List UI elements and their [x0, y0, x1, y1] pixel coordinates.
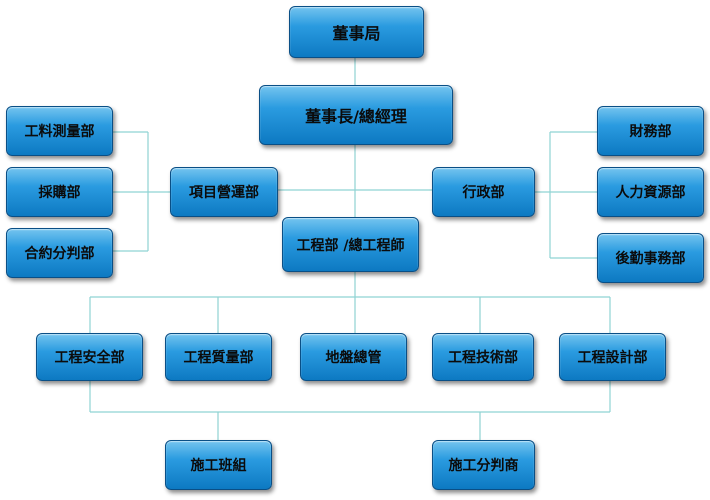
node-design: 工程設計部: [559, 333, 666, 381]
node-admin: 行政部: [432, 167, 535, 217]
node-quantity-survey: 工料測量部: [6, 106, 113, 156]
node-engineering-chief: 工程部 /總工程師: [282, 217, 419, 272]
node-board: 董事局: [289, 6, 424, 58]
node-foundation: 地盤總管: [300, 333, 407, 381]
node-quality: 工程質量部: [165, 333, 272, 381]
node-hr: 人力資源部: [597, 167, 704, 217]
node-chairman-gm: 董事長/總經理: [259, 85, 453, 145]
node-project-management: 項目營運部: [170, 167, 278, 217]
node-finance: 財務部: [597, 106, 704, 156]
node-logistics: 後勤事務部: [597, 233, 704, 283]
node-procurement: 採購部: [6, 167, 113, 217]
node-construction-team: 施工班組: [165, 440, 272, 490]
node-safety: 工程安全部: [36, 333, 143, 381]
node-subcontractor: 施工分判商: [432, 440, 535, 490]
node-technical: 工程技術部: [432, 333, 534, 381]
node-contract-claims: 合約分判部: [6, 228, 113, 278]
